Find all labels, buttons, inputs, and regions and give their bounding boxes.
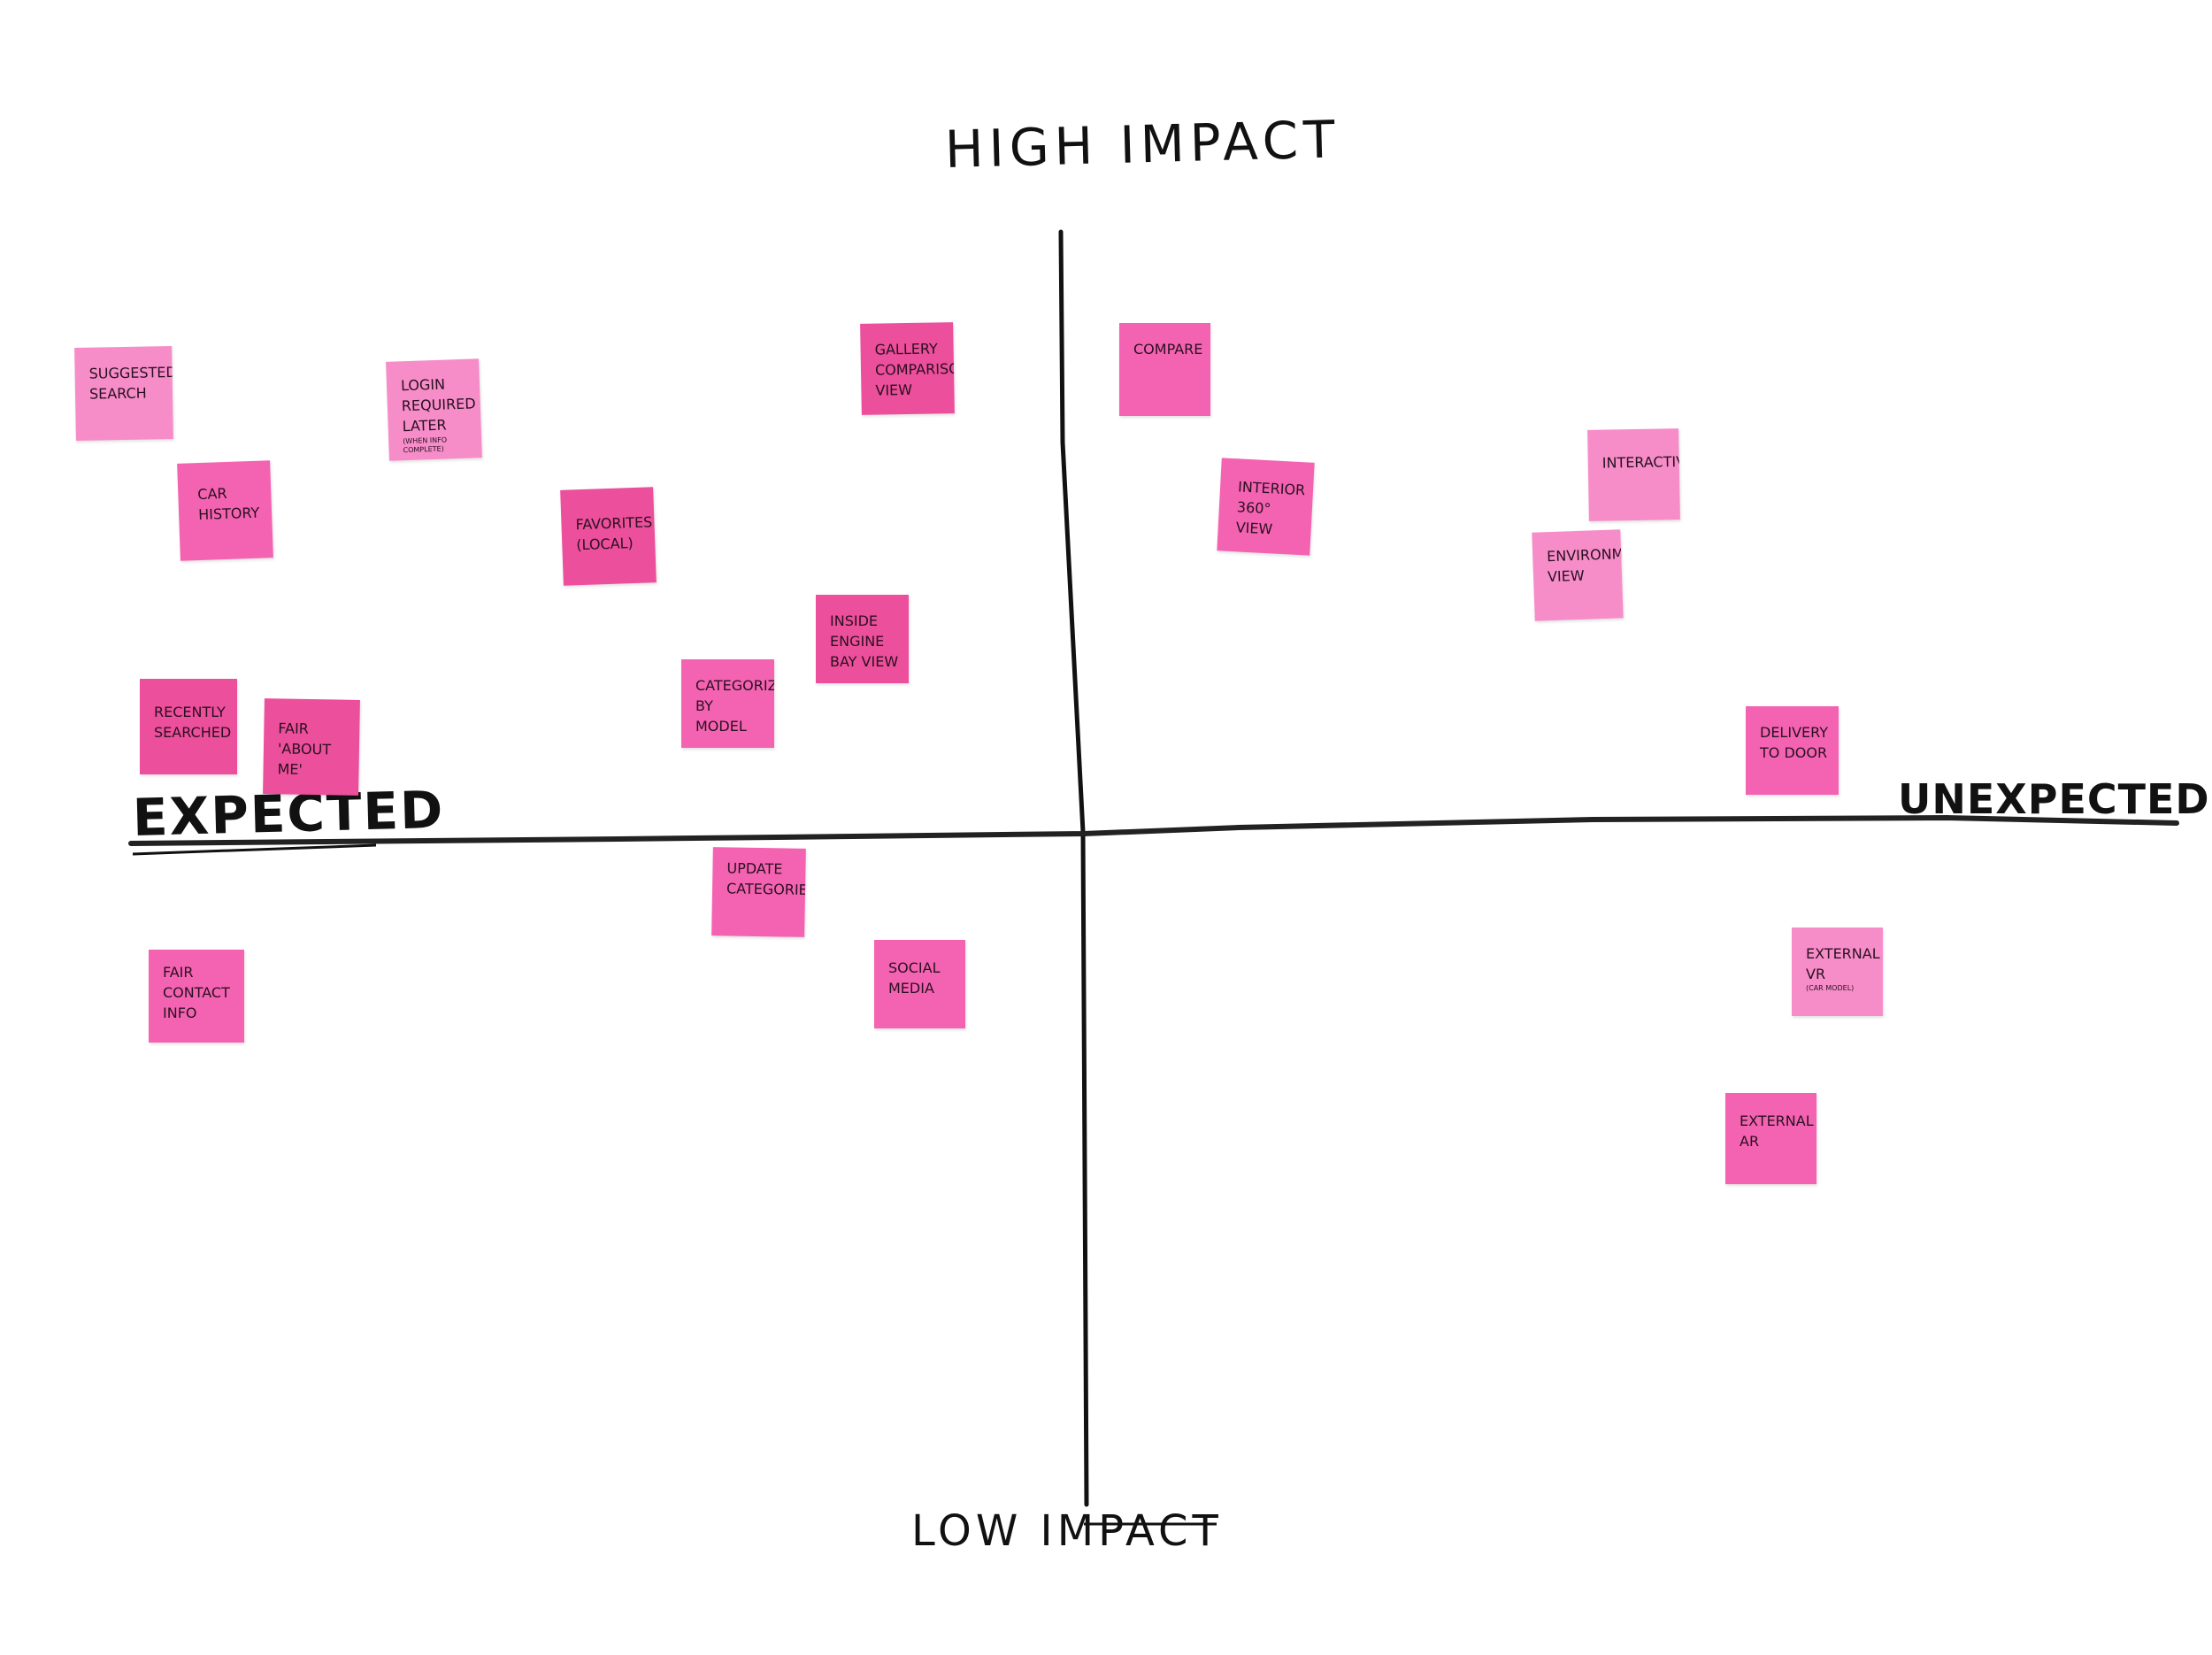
note-subtext: (CAR MODEL): [1806, 984, 1855, 993]
note-text: FAIR 'ABOUT ME': [277, 720, 332, 779]
sticky-note-delivery-to-door[interactable]: DELIVERY TO DOOR: [1746, 706, 1839, 795]
sticky-note-update-categories[interactable]: UPDATE CATEGORIES: [711, 847, 806, 937]
note-text: CAR HISTORY: [197, 484, 260, 524]
sticky-note-interior-360-view[interactable]: INTERIOR 360° VIEW: [1217, 458, 1315, 556]
unexpected-label: UNEXPECTED: [1898, 775, 2210, 823]
note-text: ENVIRONMENT VIEW: [1546, 544, 1624, 586]
sticky-note-interactive[interactable]: INTERACTIVE: [1587, 428, 1680, 521]
sticky-note-recently-searched[interactable]: RECENTLY SEARCHED: [140, 679, 237, 774]
note-text: INTERACTIVE: [1601, 452, 1680, 472]
low-impact-label: LOW IMPACT: [911, 1506, 1223, 1556]
sticky-note-favorites-local[interactable]: FAVORITES (LOCAL): [560, 487, 657, 586]
sticky-note-fair-about-me[interactable]: FAIR 'ABOUT ME': [263, 698, 360, 796]
vertical-axis-line: [1058, 229, 1089, 1507]
sticky-note-login-required-later[interactable]: LOGIN REQUIRED LATER (WHEN INFO COMPLETE…: [386, 358, 482, 461]
note-text: COMPARE: [1133, 341, 1203, 358]
sticky-note-external-vr[interactable]: EXTERNAL VR (CAR MODEL): [1792, 928, 1883, 1016]
note-text: FAVORITES (LOCAL): [575, 513, 653, 554]
note-text: RECENTLY SEARCHED: [154, 704, 232, 742]
sticky-note-external-ar[interactable]: EXTERNAL AR: [1725, 1093, 1816, 1184]
note-text: EXTERNAL AR: [1740, 1112, 1814, 1151]
note-text: INSIDE ENGINE BAY VIEW: [830, 612, 899, 671]
sticky-note-car-history[interactable]: CAR HISTORY: [177, 460, 273, 561]
sticky-note-gallery-comparison-view[interactable]: GALLERY COMPARISON VIEW: [860, 322, 955, 415]
note-text: CATEGORIZE BY MODEL: [695, 677, 774, 735]
sticky-note-inside-engine-bay-view[interactable]: INSIDE ENGINE BAY VIEW: [816, 595, 909, 683]
high-impact-label: HIGH IMPACT: [944, 109, 1341, 180]
note-text: SOCIAL MEDIA: [888, 959, 941, 997]
expected-underline: [132, 843, 377, 856]
note-text: UPDATE CATEGORIES: [726, 859, 806, 899]
sticky-note-suggested-search[interactable]: SUGGESTED SEARCH: [74, 346, 173, 441]
sticky-note-categorize-by-model[interactable]: CATEGORIZE BY MODEL: [681, 659, 774, 748]
note-text: GALLERY COMPARISON VIEW: [874, 340, 955, 400]
sticky-note-social-media[interactable]: SOCIAL MEDIA: [874, 940, 965, 1028]
sticky-note-compare[interactable]: COMPARE: [1119, 323, 1210, 416]
horizontal-axis-line: [128, 814, 2179, 846]
note-text: SUGGESTED SEARCH: [88, 363, 173, 403]
note-text: FAIR CONTACT INFO: [163, 964, 230, 1022]
note-subtext: (WHEN INFO COMPLETE): [403, 435, 448, 455]
note-text: INTERIOR 360° VIEW: [1235, 478, 1306, 538]
note-text: DELIVERY TO DOOR: [1760, 724, 1828, 762]
note-text: LOGIN REQUIRED LATER: [400, 375, 476, 435]
sticky-note-environment-view[interactable]: ENVIRONMENT VIEW: [1532, 529, 1624, 621]
note-text: EXTERNAL VR: [1806, 945, 1880, 983]
sticky-note-fair-contact-info[interactable]: FAIR CONTACT INFO: [149, 950, 244, 1043]
